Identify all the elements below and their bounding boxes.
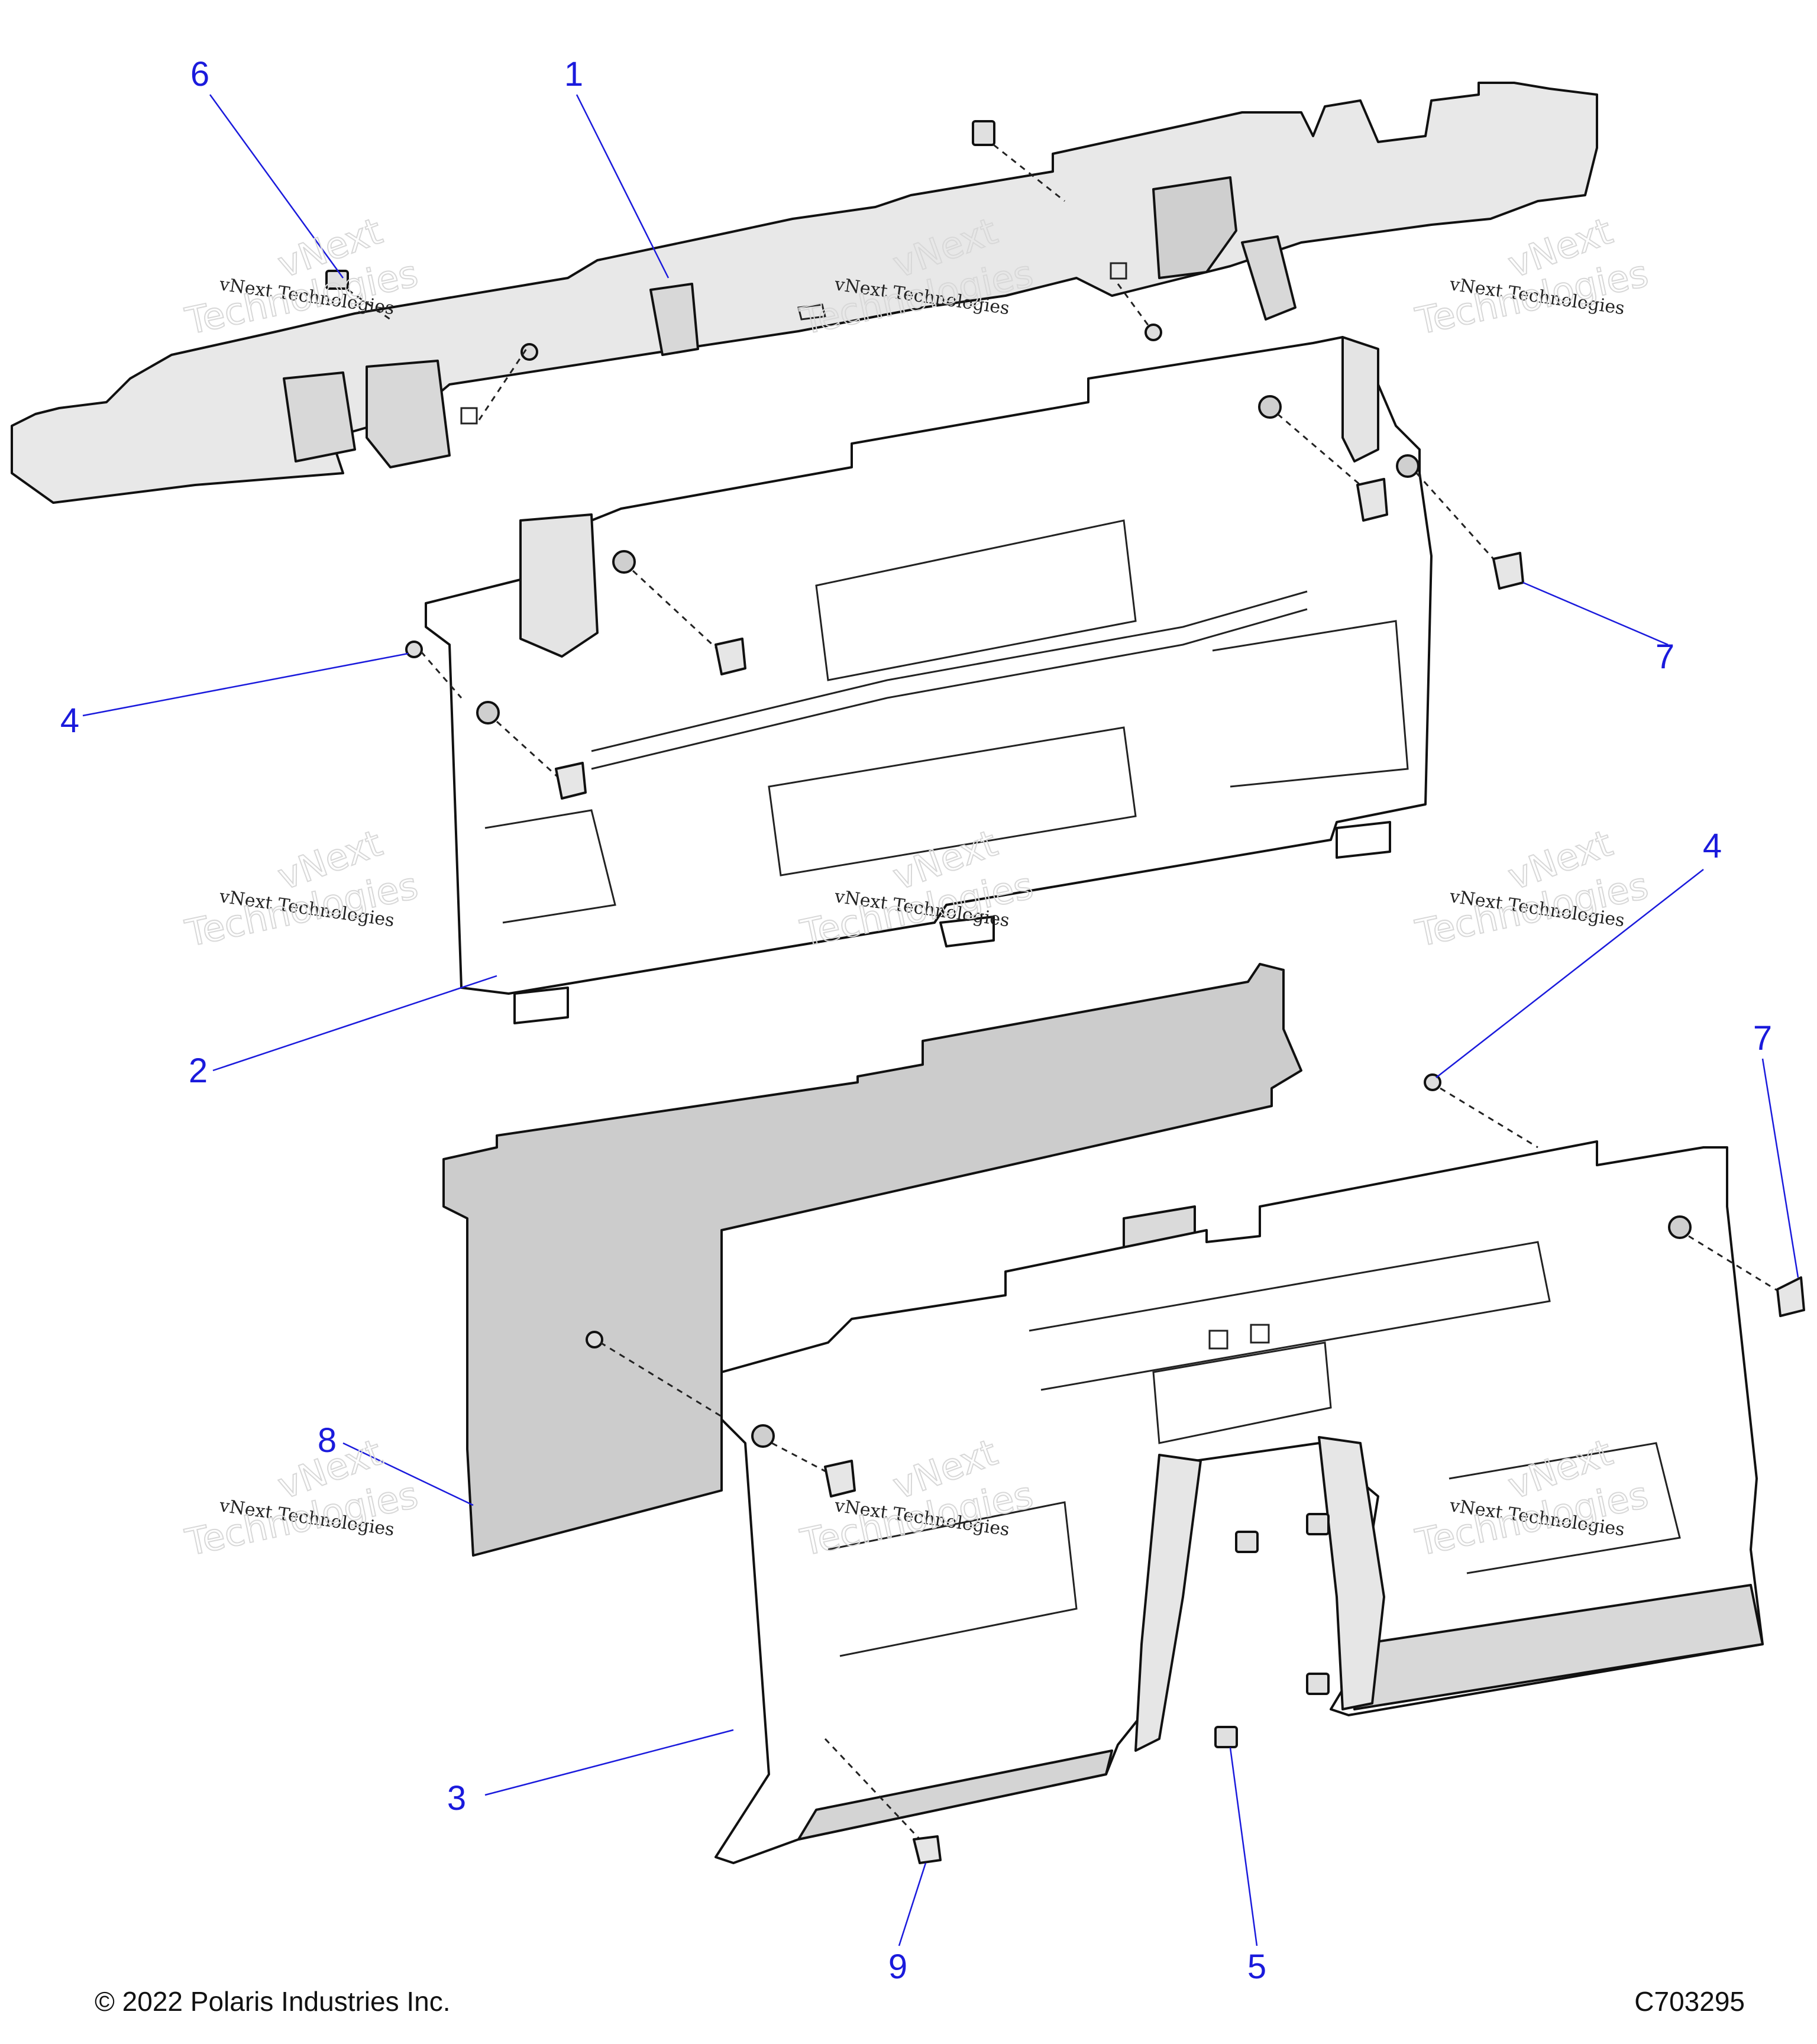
rivet-upper-left	[520, 343, 538, 361]
fastener-part-7-left	[555, 762, 587, 800]
callout-9: 9	[888, 1948, 907, 1986]
fastener-center	[714, 638, 746, 675]
callout-3: 3	[447, 1779, 466, 1817]
clip-nut-3	[1306, 1673, 1330, 1695]
callout-2: 2	[189, 1052, 208, 1090]
clip-nut-part-5	[1214, 1726, 1238, 1748]
leader-8	[342, 1442, 474, 1506]
watermark-mid-right: vNext vNext Technologies Technologies	[1411, 821, 1653, 956]
copyright-text: © 2022 Polaris Industries Inc.	[95, 1986, 451, 2017]
leader-6	[209, 94, 344, 279]
rivet-back-sheet	[586, 1331, 603, 1348]
leader-3	[484, 1729, 734, 1796]
washer-part-4-left	[405, 641, 423, 658]
leader-9	[898, 1862, 927, 1946]
leader-lines	[82, 94, 1799, 1946]
clip-nut-2	[1306, 1513, 1330, 1535]
fastener-right-top	[1356, 478, 1388, 522]
grommet-lower-left	[751, 1424, 775, 1448]
diagram-id: C703295	[1634, 1986, 1745, 2017]
fastener-part-7-upper	[1492, 552, 1524, 590]
callout-7-upper: 7	[1656, 638, 1674, 676]
callout-7-lower: 7	[1753, 1019, 1772, 1057]
grommet-right-top	[1258, 395, 1282, 419]
callout-labels: 1 2 3 4 4 5 6 7 7 8 9	[60, 55, 1772, 1986]
callout-4-right: 4	[1703, 827, 1722, 865]
grommet-center	[612, 550, 636, 574]
part-1-top-rail	[11, 82, 1598, 504]
watermark-top-right: vNext vNext Technologies Technologies	[1411, 209, 1653, 344]
clip-top-center	[972, 120, 1065, 202]
clip-nut-1	[1235, 1531, 1259, 1553]
rivet-upper-right	[1144, 324, 1162, 341]
leader-4-left	[82, 652, 409, 717]
part-3-lower-panel	[714, 1140, 1764, 1864]
part-2-upper-panel	[425, 336, 1433, 1024]
callout-8: 8	[318, 1421, 337, 1460]
leader-5	[1229, 1747, 1258, 1946]
clip-part-6	[325, 270, 391, 321]
fastener-lower-left	[824, 1460, 856, 1498]
leader-4-right	[1436, 869, 1704, 1078]
leader-1	[576, 94, 670, 279]
grommet-left	[476, 701, 500, 725]
footer: © 2022 Polaris Industries Inc. C703295	[95, 1986, 1745, 2017]
callout-5: 5	[1247, 1948, 1266, 1986]
watermark-mid-left: vNext vNext Technologies Technologies	[181, 821, 422, 956]
leader-2	[212, 975, 497, 1072]
hardware	[325, 120, 1805, 1864]
callout-4-left: 4	[60, 701, 79, 740]
callout-6: 6	[190, 55, 209, 93]
leader-7-upper	[1522, 581, 1669, 646]
washer-part-4-right	[1424, 1073, 1441, 1091]
fastener-part-7-lower	[1776, 1276, 1805, 1317]
leader-7-lower	[1761, 1058, 1799, 1278]
grommet-lower-right	[1668, 1215, 1692, 1239]
grommet-right	[1396, 454, 1420, 478]
callout-1: 1	[564, 55, 583, 93]
push-pin-part-9	[913, 1835, 942, 1864]
watermark-bottom-left: vNext vNext Technologies Technologies	[181, 1430, 422, 1565]
